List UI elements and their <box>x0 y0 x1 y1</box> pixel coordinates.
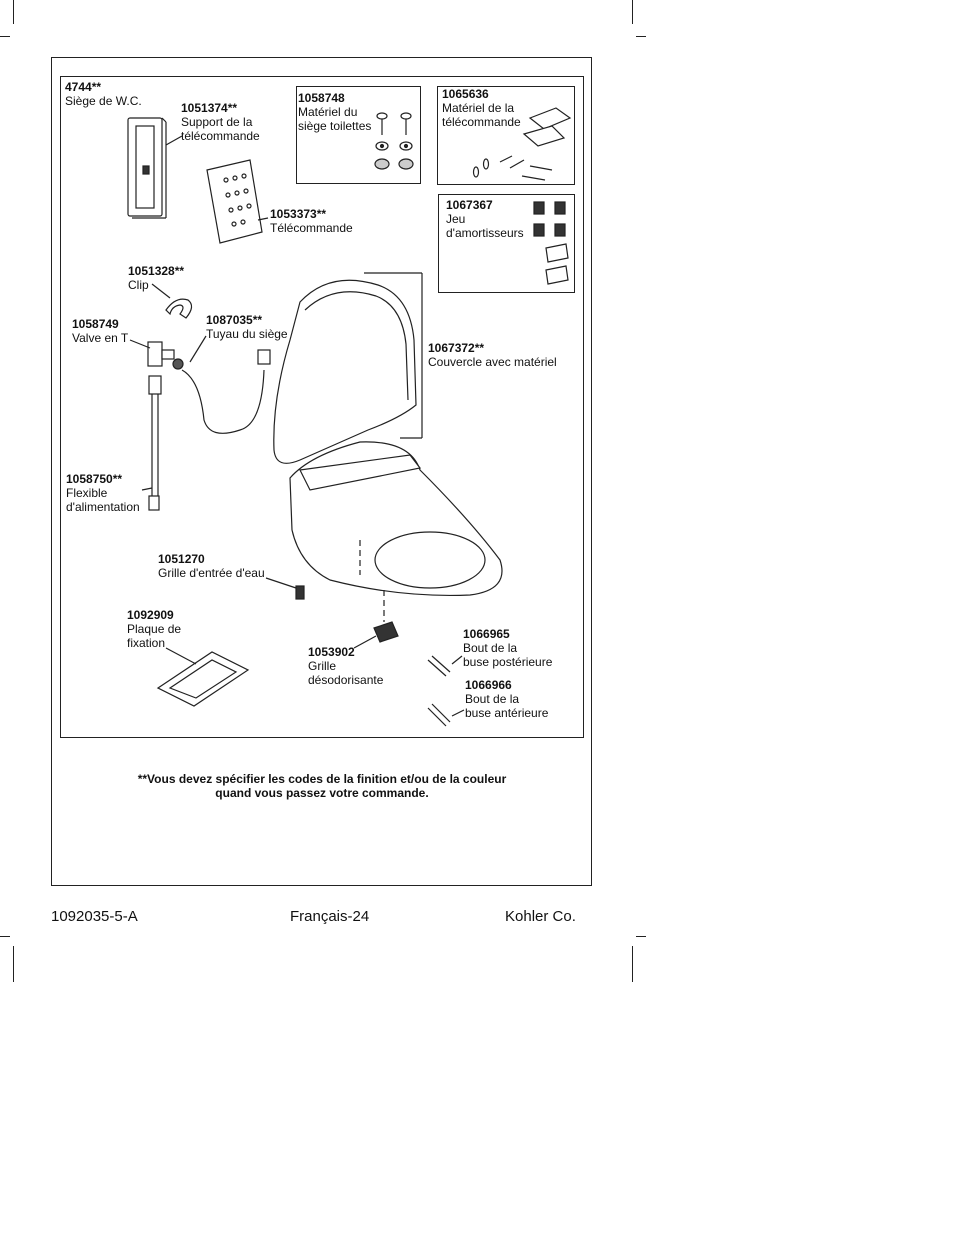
part-code: 1051328** <box>128 264 185 278</box>
part-label-1051270: 1051270 Grille d'entrée d'eau <box>158 552 265 580</box>
part-code: 1092909 <box>127 608 174 622</box>
part-name: télécommande <box>181 129 260 143</box>
crop-mark <box>636 936 646 937</box>
part-label-1065636: 1065636 Matériel de la télécommande <box>442 87 521 129</box>
part-name: désodorisante <box>308 673 384 687</box>
ordering-note-line2: quand vous passez votre commande. <box>215 786 429 800</box>
page-frame <box>51 57 592 886</box>
part-label-1051374: 1051374** Support de la télécommande <box>181 101 260 143</box>
part-code: 1053902 <box>308 645 355 659</box>
part-name: Grille d'entrée d'eau <box>158 566 265 580</box>
part-name: Matériel du <box>298 105 358 119</box>
part-name: buse antérieure <box>465 706 549 720</box>
part-name: Tuyau du siège <box>206 327 288 341</box>
part-label-1053373: 1053373** Télécommande <box>270 207 353 235</box>
part-code: 1066965 <box>463 627 510 641</box>
part-code: 1058748 <box>298 91 345 105</box>
hardware-box-1058748 <box>296 86 421 184</box>
crop-mark <box>632 0 633 24</box>
crop-mark <box>632 946 633 982</box>
part-label-1067372: 1067372** Couvercle avec matériel <box>428 341 557 369</box>
part-label-1092909: 1092909 Plaque de fixation <box>127 608 181 650</box>
part-code: 1067367 <box>446 198 493 212</box>
part-label-4744: 4744** Siège de W.C. <box>65 80 142 108</box>
part-name: Valve en T <box>72 331 129 345</box>
part-label-1066965: 1066965 Bout de la buse postérieure <box>463 627 552 669</box>
part-name: Plaque de <box>127 622 182 636</box>
part-name: Matériel de la <box>442 101 515 115</box>
crop-mark <box>13 946 14 982</box>
part-name: Couvercle avec matériel <box>428 355 557 369</box>
part-label-1058749: 1058749 Valve en T <box>72 317 128 345</box>
footer-doc-number: 1092035-5-A <box>51 908 138 925</box>
part-name: d'amortisseurs <box>446 226 524 240</box>
part-name: Flexible <box>66 486 108 500</box>
part-label-1067367: 1067367 Jeu d'amortisseurs <box>446 198 524 240</box>
ordering-note: **Vous devez spécifier les codes de la f… <box>60 772 584 800</box>
part-code: 1051270 <box>158 552 205 566</box>
part-code: 1051374** <box>181 101 238 115</box>
part-label-1058750: 1058750** Flexible d'alimentation <box>66 472 140 514</box>
part-code: 1067372** <box>428 341 485 355</box>
parts-diagram-frame <box>60 76 584 738</box>
part-label-1058748: 1058748 Matériel du siège toilettes <box>298 91 371 133</box>
part-name: Support de la <box>181 115 253 129</box>
part-code: 1065636 <box>442 87 489 101</box>
crop-mark <box>0 36 10 37</box>
part-label-1066966: 1066966 Bout de la buse antérieure <box>465 678 548 720</box>
part-label-1087035: 1087035** Tuyau du siège <box>206 313 288 341</box>
part-name: télécommande <box>442 115 521 129</box>
part-code: 1058750** <box>66 472 123 486</box>
part-code: 1087035** <box>206 313 263 327</box>
footer-company: Kohler Co. <box>505 908 576 925</box>
part-code: 4744** <box>65 80 102 94</box>
ordering-note-line1: **Vous devez spécifier les codes de la f… <box>137 772 507 786</box>
part-name: Siège de W.C. <box>65 94 142 108</box>
part-name: Télécommande <box>270 221 353 235</box>
part-code: 1053373** <box>270 207 327 221</box>
part-label-1053902: 1053902 Grille désodorisante <box>308 645 383 687</box>
part-name: Jeu <box>446 212 466 226</box>
part-name: Clip <box>128 278 149 292</box>
part-label-1051328: 1051328** Clip <box>128 264 184 292</box>
crop-mark <box>13 0 14 24</box>
part-name: Bout de la <box>463 641 518 655</box>
footer-page-number: Français-24 <box>290 908 370 925</box>
part-code: 1066966 <box>465 678 512 692</box>
part-name: siège toilettes <box>298 119 372 133</box>
part-name: Grille <box>308 659 337 673</box>
part-name: d'alimentation <box>66 500 140 514</box>
crop-mark <box>0 936 10 937</box>
part-name: fixation <box>127 636 166 650</box>
part-name: Bout de la <box>465 692 520 706</box>
crop-mark <box>636 36 646 37</box>
part-code: 1058749 <box>72 317 119 331</box>
part-name: buse postérieure <box>463 655 553 669</box>
